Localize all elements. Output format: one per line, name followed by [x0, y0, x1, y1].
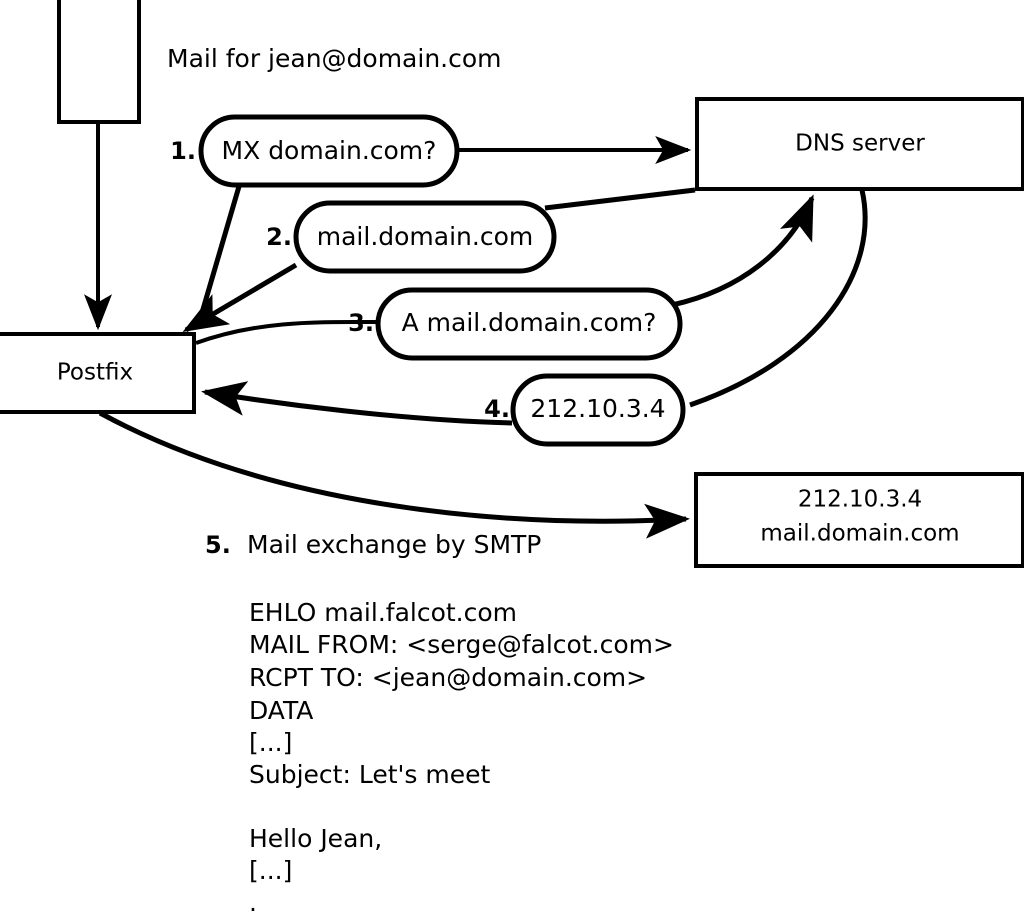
smtp-line: Hello Jean,	[249, 824, 382, 853]
smtp-line: .	[249, 888, 257, 917]
bubble-step-3	[375, 287, 683, 361]
edge-dns-to-ip-bubble	[689, 189, 868, 408]
smtp-line: RCPT TO: <jean@domain.com>	[249, 663, 647, 692]
smtp-line: EHLO mail.falcot.com	[249, 598, 517, 627]
mail-for-caption: Mail for jean@domain.com	[167, 44, 502, 73]
step-4-number: 4.	[484, 395, 510, 423]
edge-answer-bubble-to-postfix	[182, 262, 298, 333]
edge-postfix-to-a-query-bubble	[195, 319, 379, 345]
smtp-line: [...]	[249, 728, 292, 757]
bubble-step-4	[510, 373, 686, 447]
smtp-line: DATA	[249, 696, 313, 725]
smtp-line: Subject: Let's meet	[249, 760, 490, 789]
target-mail-server-box	[694, 472, 1024, 568]
step-5-label: Mail exchange by SMTP	[247, 530, 541, 559]
step-2-number: 2.	[266, 223, 292, 251]
edge-a-query-bubble-to-dns	[671, 194, 815, 308]
edge-ip-bubble-to-postfix	[201, 381, 513, 426]
step-1-label: MX domain.com?	[222, 136, 437, 165]
source-client-box	[57, 0, 141, 124]
bubble-step-2	[293, 200, 557, 274]
target-ip-label: 212.10.3.4	[798, 487, 922, 513]
edge-dns-to-answer-bubble	[544, 187, 696, 211]
target-host-label: mail.domain.com	[760, 521, 959, 547]
edge-postfix-to-target-smtp	[98, 410, 690, 539]
smtp-line: [...]	[249, 856, 292, 885]
step-3-label: A mail.domain.com?	[402, 308, 657, 337]
postfix-label: Postfix	[57, 360, 133, 386]
bubble-step-1	[198, 114, 460, 188]
postfix-box	[0, 332, 196, 414]
smtp-transcript: EHLO mail.falcot.com MAIL FROM: <serge@f…	[249, 598, 674, 917]
step-2-label: mail.domain.com	[317, 222, 533, 251]
smtp-line: MAIL FROM: <serge@falcot.com>	[249, 630, 674, 659]
step-1-number: 1.	[170, 137, 196, 165]
dns-server-label: DNS server	[795, 131, 925, 157]
step-4-label: 212.10.3.4	[530, 394, 665, 423]
step-3-number: 3.	[348, 309, 374, 337]
step-5-number: 5.	[205, 531, 231, 559]
dns-server-box	[695, 97, 1024, 191]
